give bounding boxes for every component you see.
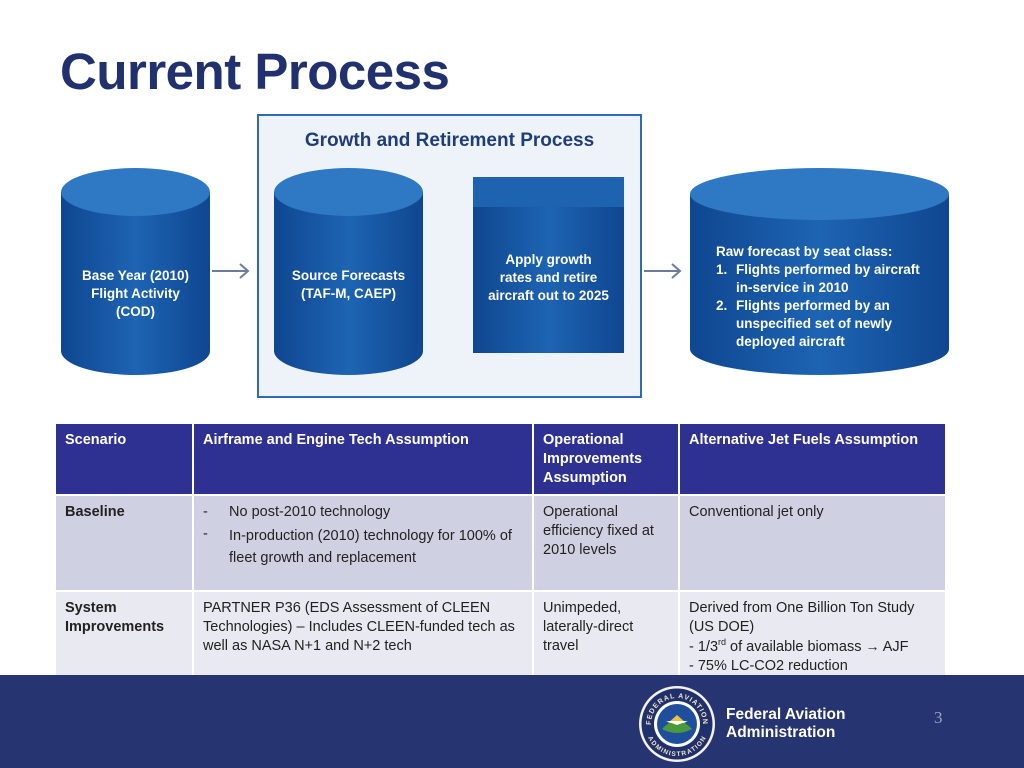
- table-row: Baseline - No post-2010 technology - In-…: [54, 494, 947, 592]
- airframe-cell: PARTNER P36 (EDS Assessment of CLEEN Tec…: [192, 590, 534, 684]
- right-arrow-icon: →: [865, 638, 880, 654]
- fuels-line: - 1/3rd of available biomass → AJF: [689, 637, 935, 657]
- column-header-fuels: Alternative Jet Fuels Assumption: [678, 422, 947, 496]
- list-item-text: In-production (2010) technology for 100%…: [229, 528, 512, 566]
- list-item: - In-production (2010) technology for 10…: [203, 525, 522, 569]
- raw-forecast-cylinder: Raw forecast by seat class: 1. Flights p…: [690, 168, 949, 375]
- agency-line: Federal Aviation: [726, 706, 846, 723]
- source-forecasts-cylinder: Source Forecasts (TAF-M, CAEP): [274, 168, 423, 375]
- cylinder-line: (TAF-M, CAEP): [301, 286, 396, 301]
- right-arrow-icon: [212, 263, 250, 279]
- list-line: unspecified set of newly: [736, 316, 893, 331]
- raw-forecast-item: 1. Flights performed by aircraft in-serv…: [716, 261, 939, 297]
- dash-marker: -: [203, 504, 208, 520]
- fuels-line: Derived from One Billion Ton Study (US D…: [689, 600, 915, 635]
- right-arrow-icon: [644, 263, 682, 279]
- cylinder-icon: [473, 177, 624, 353]
- cylinder-line: Apply growth: [505, 252, 592, 267]
- operational-cell: Unimpeded, laterally-direct travel: [532, 590, 680, 684]
- footer-bar: [0, 675, 1024, 768]
- faa-seal-logo: FEDERAL AVIATION ADMINISTRATION: [639, 686, 715, 762]
- list-number: 1.: [716, 262, 728, 277]
- cylinder-icon: [61, 168, 210, 375]
- raw-forecast-item: 2. Flights performed by an unspecified s…: [716, 297, 939, 351]
- raw-forecast-heading: Raw forecast by seat class:: [716, 244, 893, 259]
- scenario-cell: Baseline: [54, 494, 194, 592]
- column-header-scenario: Scenario: [54, 422, 194, 496]
- list-item: - No post-2010 technology: [203, 503, 522, 522]
- cylinder-line: Flight Activity: [91, 286, 180, 301]
- slide-title: Current Process: [60, 43, 450, 100]
- fuels-cell: Conventional jet only: [678, 494, 947, 592]
- cylinder-line: Base Year (2010): [81, 268, 190, 283]
- cylinder-line: Source Forecasts: [291, 268, 406, 283]
- column-header-airframe: Airframe and Engine Tech Assumption: [192, 422, 534, 496]
- fuels-line: - 75% LC-CO2 reduction: [689, 658, 848, 674]
- table-header-row: Scenario Airframe and Engine Tech Assump…: [54, 422, 947, 496]
- list-number: 2.: [716, 298, 728, 313]
- table-row: System Improvements PARTNER P36 (EDS Ass…: [54, 590, 947, 684]
- fuels-text: - 1/3: [689, 639, 719, 655]
- page-number: 3: [934, 708, 943, 727]
- airframe-cell: - No post-2010 technology - In-productio…: [192, 494, 534, 592]
- list-line: in-service in 2010: [736, 280, 849, 295]
- process-title: Growth and Retirement Process: [304, 130, 595, 151]
- agency-line: Administration: [726, 724, 836, 741]
- fuels-text: of available biomass: [726, 639, 866, 655]
- list-line: Flights performed by an: [736, 298, 890, 313]
- scenario-table: Scenario Airframe and Engine Tech Assump…: [54, 422, 947, 684]
- agency-name: Federal Aviation Administration: [726, 706, 845, 742]
- fuels-cell: Derived from One Billion Ton Study (US D…: [678, 590, 947, 684]
- operational-cell: Operational efficiency fixed at 2010 lev…: [532, 494, 680, 592]
- column-header-operational: Operational Improvements Assumption: [532, 422, 680, 496]
- apply-growth-block: Apply growth rates and retire aircraft o…: [473, 177, 624, 353]
- cylinder-line: (COD): [116, 304, 155, 319]
- cylinder-icon: [690, 168, 949, 375]
- scenario-cell: System Improvements: [54, 590, 194, 684]
- base-year-cylinder: Base Year (2010) Flight Activity (COD): [61, 168, 210, 375]
- fuels-text: AJF: [879, 639, 909, 655]
- cylinder-line: aircraft out to 2025: [488, 288, 609, 303]
- cylinder-icon: [274, 168, 423, 375]
- cylinder-line: rates and retire: [499, 270, 598, 285]
- dash-marker: -: [203, 526, 208, 542]
- list-item-text: No post-2010 technology: [229, 504, 391, 520]
- list-line: deployed aircraft: [736, 334, 845, 349]
- ordinal-suffix: rd: [718, 637, 727, 648]
- list-line: Flights performed by aircraft: [736, 262, 920, 277]
